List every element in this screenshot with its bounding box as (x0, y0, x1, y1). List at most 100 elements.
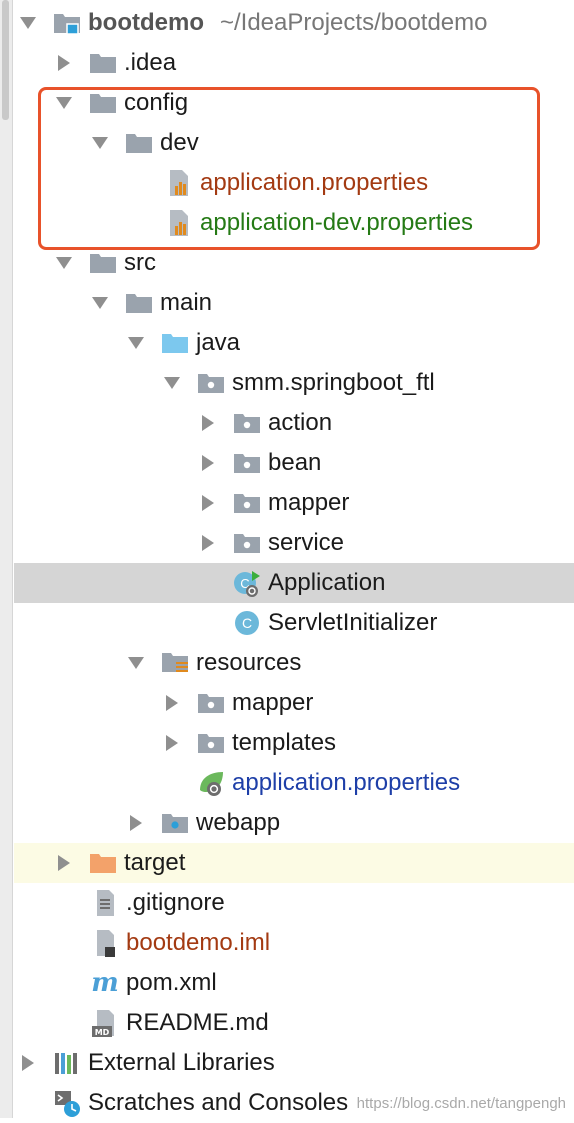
tree-row-mapper-package[interactable]: mapper (14, 483, 574, 523)
tree-row-resources[interactable]: resources (14, 643, 574, 683)
folder-icon (124, 288, 154, 318)
left-scrollbar[interactable] (0, 0, 13, 1118)
chevron-right-icon[interactable] (18, 1053, 38, 1073)
chevron-down-icon[interactable] (162, 373, 182, 393)
chevron-right-icon[interactable] (162, 733, 182, 753)
package-icon (196, 688, 226, 718)
tree-label: dev (160, 129, 199, 156)
tree-row-webapp[interactable]: webapp (14, 803, 574, 843)
tree-row-mapper-resources[interactable]: mapper (14, 683, 574, 723)
tree-row-readme[interactable]: MD README.md (14, 1003, 574, 1043)
chevron-right-icon[interactable] (126, 813, 146, 833)
tree-row-scratches[interactable]: Scratches and Consoles (14, 1083, 574, 1123)
tree-row-resources-application-properties[interactable]: application.properties (14, 763, 574, 803)
package-icon (232, 408, 262, 438)
chevron-down-icon[interactable] (90, 133, 110, 153)
chevron-down-icon[interactable] (126, 653, 146, 673)
tree-row-config[interactable]: config (14, 83, 574, 123)
chevron-right-icon[interactable] (162, 693, 182, 713)
svg-text:C: C (242, 615, 252, 631)
chevron-down-icon[interactable] (90, 293, 110, 313)
tree-label: java (196, 329, 241, 356)
tree-label: bean (268, 449, 322, 476)
module-folder-icon (52, 8, 82, 38)
tree-row-external-libraries[interactable]: External Libraries (14, 1043, 574, 1083)
tree-row-bean[interactable]: bean (14, 443, 574, 483)
tree-label: application-dev.properties (200, 209, 474, 236)
tree-row-service[interactable]: service (14, 523, 574, 563)
spring-properties-icon (196, 768, 226, 798)
tree-label: application.properties (232, 769, 461, 796)
tree-row-application-class[interactable]: C Application (14, 563, 574, 603)
tree-row-servlet-initializer[interactable]: C ServletInitializer (14, 603, 574, 643)
chevron-down-icon[interactable] (18, 13, 38, 33)
project-name: bootdemo (88, 9, 204, 36)
tree-label: action (268, 409, 333, 436)
tree-label: target (124, 849, 186, 876)
watermark: https://blog.csdn.net/tangpengh (356, 1095, 566, 1112)
tree-label: smm.springboot_ftl (232, 369, 435, 396)
scrollbar-thumb[interactable] (2, 0, 9, 120)
tree-row-target[interactable]: target (14, 843, 574, 883)
tree-row-application-properties[interactable]: application.properties (14, 163, 574, 203)
source-folder-icon (160, 328, 190, 358)
svg-text:MD: MD (95, 1028, 110, 1037)
tree-label: ServletInitializer (268, 609, 438, 636)
tree-row-application-dev-properties[interactable]: application-dev.properties (14, 203, 574, 243)
tree-label: pom.xml (126, 969, 217, 996)
tree-label: mapper (268, 489, 350, 516)
chevron-down-icon[interactable] (54, 253, 74, 273)
package-icon (196, 368, 226, 398)
tree-row-templates[interactable]: templates (14, 723, 574, 763)
tree-row-gitignore[interactable]: .gitignore (14, 883, 574, 923)
tree-row-iml[interactable]: bootdemo.iml (14, 923, 574, 963)
tree-row-main[interactable]: main (14, 283, 574, 323)
package-icon (196, 728, 226, 758)
package-icon (232, 488, 262, 518)
resources-folder-icon (160, 648, 190, 678)
tree-label: mapper (232, 689, 314, 716)
tree-label: application.properties (200, 169, 429, 196)
folder-icon (88, 88, 118, 118)
chevron-right-icon[interactable] (198, 533, 218, 553)
folder-icon (88, 48, 118, 78)
package-icon (232, 448, 262, 478)
tree-label: Application (268, 569, 386, 596)
tree-row-action[interactable]: action (14, 403, 574, 443)
tree-row-package[interactable]: smm.springboot_ftl (14, 363, 574, 403)
tree-row-project-root[interactable]: bootdemo ~/IdeaProjects/bootdemo (14, 3, 574, 43)
tree-row-pom[interactable]: m pom.xml (14, 963, 574, 1003)
tree-label: External Libraries (88, 1049, 275, 1076)
tree-row-dev[interactable]: dev (14, 123, 574, 163)
chevron-right-icon[interactable] (54, 53, 74, 73)
tree-row-java[interactable]: java (14, 323, 574, 363)
text-file-icon (90, 888, 120, 918)
folder-icon (88, 248, 118, 278)
run-class-icon: C (232, 568, 262, 598)
project-path: ~/IdeaProjects/bootdemo (219, 9, 488, 36)
markdown-icon: MD (90, 1008, 120, 1038)
libraries-icon (52, 1048, 82, 1078)
svg-text:C: C (240, 576, 249, 591)
scratches-icon (52, 1088, 82, 1118)
svg-text:m: m (91, 970, 119, 996)
chevron-right-icon[interactable] (198, 453, 218, 473)
chevron-down-icon[interactable] (54, 93, 74, 113)
chevron-right-icon[interactable] (198, 493, 218, 513)
tree-label: webapp (196, 809, 281, 836)
project-tree: bootdemo ~/IdeaProjects/bootdemo .idea c… (14, 0, 574, 1118)
highlight-annotation-box (38, 87, 540, 250)
tree-label: config (124, 89, 189, 116)
tree-label: Scratches and Consoles (88, 1089, 349, 1116)
tree-row-idea[interactable]: .idea (14, 43, 574, 83)
tree-label: .idea (124, 49, 177, 76)
module-file-icon (90, 928, 120, 958)
tree-label: main (160, 289, 213, 316)
chevron-right-icon[interactable] (54, 853, 74, 873)
tree-label: bootdemo.iml (126, 929, 271, 956)
tree-row-src[interactable]: src (14, 243, 574, 283)
tree-label: src (124, 249, 156, 276)
chevron-down-icon[interactable] (126, 333, 146, 353)
folder-icon (124, 128, 154, 158)
chevron-right-icon[interactable] (198, 413, 218, 433)
